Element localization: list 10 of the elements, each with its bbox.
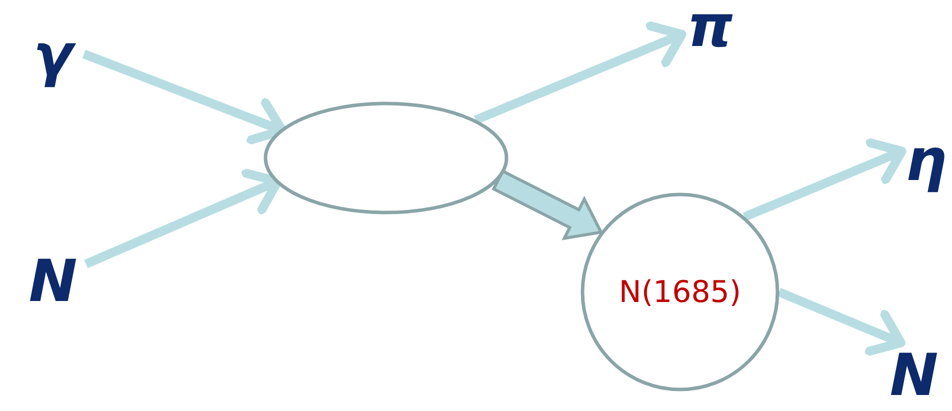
particle-symbol: N bbox=[890, 346, 938, 404]
particle-symbol: π bbox=[687, 0, 733, 55]
arrow bbox=[742, 138, 906, 222]
arrow bbox=[84, 168, 282, 268]
arrow bbox=[777, 288, 906, 356]
arrow bbox=[82, 50, 287, 144]
particle-label: N(1685) bbox=[618, 274, 742, 310]
particle-symbol: N bbox=[28, 252, 78, 310]
block-arrow bbox=[492, 169, 604, 240]
arrow bbox=[474, 21, 686, 124]
